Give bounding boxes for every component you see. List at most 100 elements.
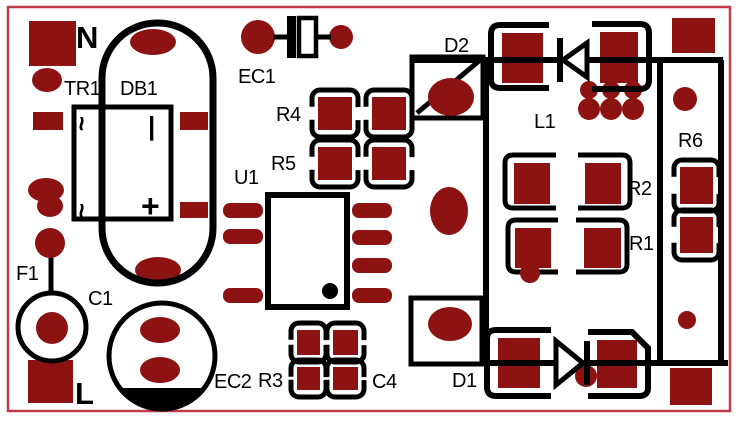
label-n: N [76, 20, 98, 55]
pad [223, 229, 263, 244]
ac-marking-bottom: ~ [67, 203, 97, 218]
pad [318, 97, 352, 130]
component-r3[interactable] [288, 320, 329, 400]
pad-bracket [671, 207, 722, 263]
pad-bracket [576, 217, 630, 275]
cap-outline [106, 300, 218, 412]
via [578, 98, 600, 120]
pad [584, 228, 621, 268]
label-f1: F1 [16, 263, 39, 285]
label-ec1: EC1 [238, 66, 276, 88]
component-mains-pads[interactable] [28, 21, 76, 403]
pad-bracket [309, 87, 361, 140]
label-r3: R3 [258, 370, 283, 392]
pad-bracket [592, 21, 652, 92]
pad [297, 367, 320, 390]
label-c4: C4 [372, 371, 397, 393]
component-db1[interactable]: ~ ~ | + [67, 19, 217, 287]
pin1-dot [322, 283, 338, 299]
pad [680, 167, 713, 204]
pad [223, 288, 263, 303]
pad [428, 78, 474, 116]
pad [514, 163, 550, 204]
pad [180, 112, 208, 130]
pad [372, 97, 406, 130]
component-r4[interactable] [309, 87, 415, 140]
polarity-stripe [120, 388, 204, 409]
pad-n [29, 21, 76, 66]
pad-l [28, 360, 73, 403]
label-l1: L1 [534, 111, 556, 133]
component-r2[interactable] [502, 152, 633, 211]
label-r1: R1 [629, 233, 654, 255]
component-u1[interactable] [223, 192, 392, 310]
pad [352, 203, 392, 218]
pad [428, 307, 472, 341]
via [520, 263, 540, 283]
pad-bracket [488, 22, 549, 91]
ac-marking-top: ~ [67, 116, 97, 131]
cap-plate [287, 16, 296, 58]
pad-bracket [502, 152, 556, 211]
component-d2[interactable] [409, 54, 486, 121]
label-d2: D2 [444, 35, 469, 57]
label-ec2: EC2 [214, 371, 252, 393]
pad [130, 29, 176, 55]
via [622, 98, 644, 120]
label-r6: R6 [678, 130, 703, 152]
pad [673, 87, 697, 111]
via [600, 98, 622, 120]
pad [140, 317, 180, 343]
pad [33, 112, 63, 130]
via-pad[interactable] [430, 187, 468, 235]
pad [329, 25, 353, 49]
component-output-pads[interactable] [670, 18, 715, 405]
pad [680, 217, 713, 253]
component-c4[interactable] [324, 320, 367, 400]
pad [180, 202, 208, 218]
pad [333, 367, 358, 390]
anode-triangle [558, 38, 590, 82]
bridge-body [71, 104, 174, 222]
component-d1[interactable] [408, 295, 485, 367]
pad [35, 228, 65, 258]
label-tr1: TR1 [64, 78, 101, 100]
pad [515, 228, 551, 268]
label-d1: D1 [452, 370, 477, 392]
l1-pad-brackets [484, 21, 652, 399]
inductor-outline [412, 57, 728, 366]
board-outline [6, 5, 732, 413]
pad-bracket [363, 137, 415, 190]
pad-bracket [588, 329, 651, 399]
label-u1: U1 [234, 167, 259, 189]
pad [135, 257, 181, 283]
pad [223, 203, 263, 218]
component-r1[interactable] [505, 217, 630, 283]
pad [37, 195, 63, 217]
pad-bracket [484, 327, 551, 399]
component-r6[interactable] [671, 157, 722, 263]
pad [372, 147, 406, 180]
plus-marking: + [141, 188, 159, 224]
pad [241, 20, 275, 54]
pad-bracket [363, 87, 415, 140]
pad [36, 312, 68, 344]
label-r2: R2 [627, 178, 652, 200]
pad [333, 330, 358, 355]
pad-bracket [578, 152, 633, 211]
pad [32, 68, 62, 92]
component-ec1[interactable] [241, 15, 353, 59]
pad [318, 147, 352, 180]
pad [297, 330, 320, 355]
component-ec2[interactable] [106, 300, 218, 412]
component-r5[interactable] [309, 137, 415, 190]
pad [672, 18, 715, 53]
pad [352, 288, 392, 303]
anode-triangle [553, 335, 587, 391]
component-f1[interactable] [15, 228, 89, 364]
pad-bracket [288, 357, 329, 400]
d1-diode-symbol [553, 335, 590, 391]
label-c1: C1 [88, 288, 113, 310]
